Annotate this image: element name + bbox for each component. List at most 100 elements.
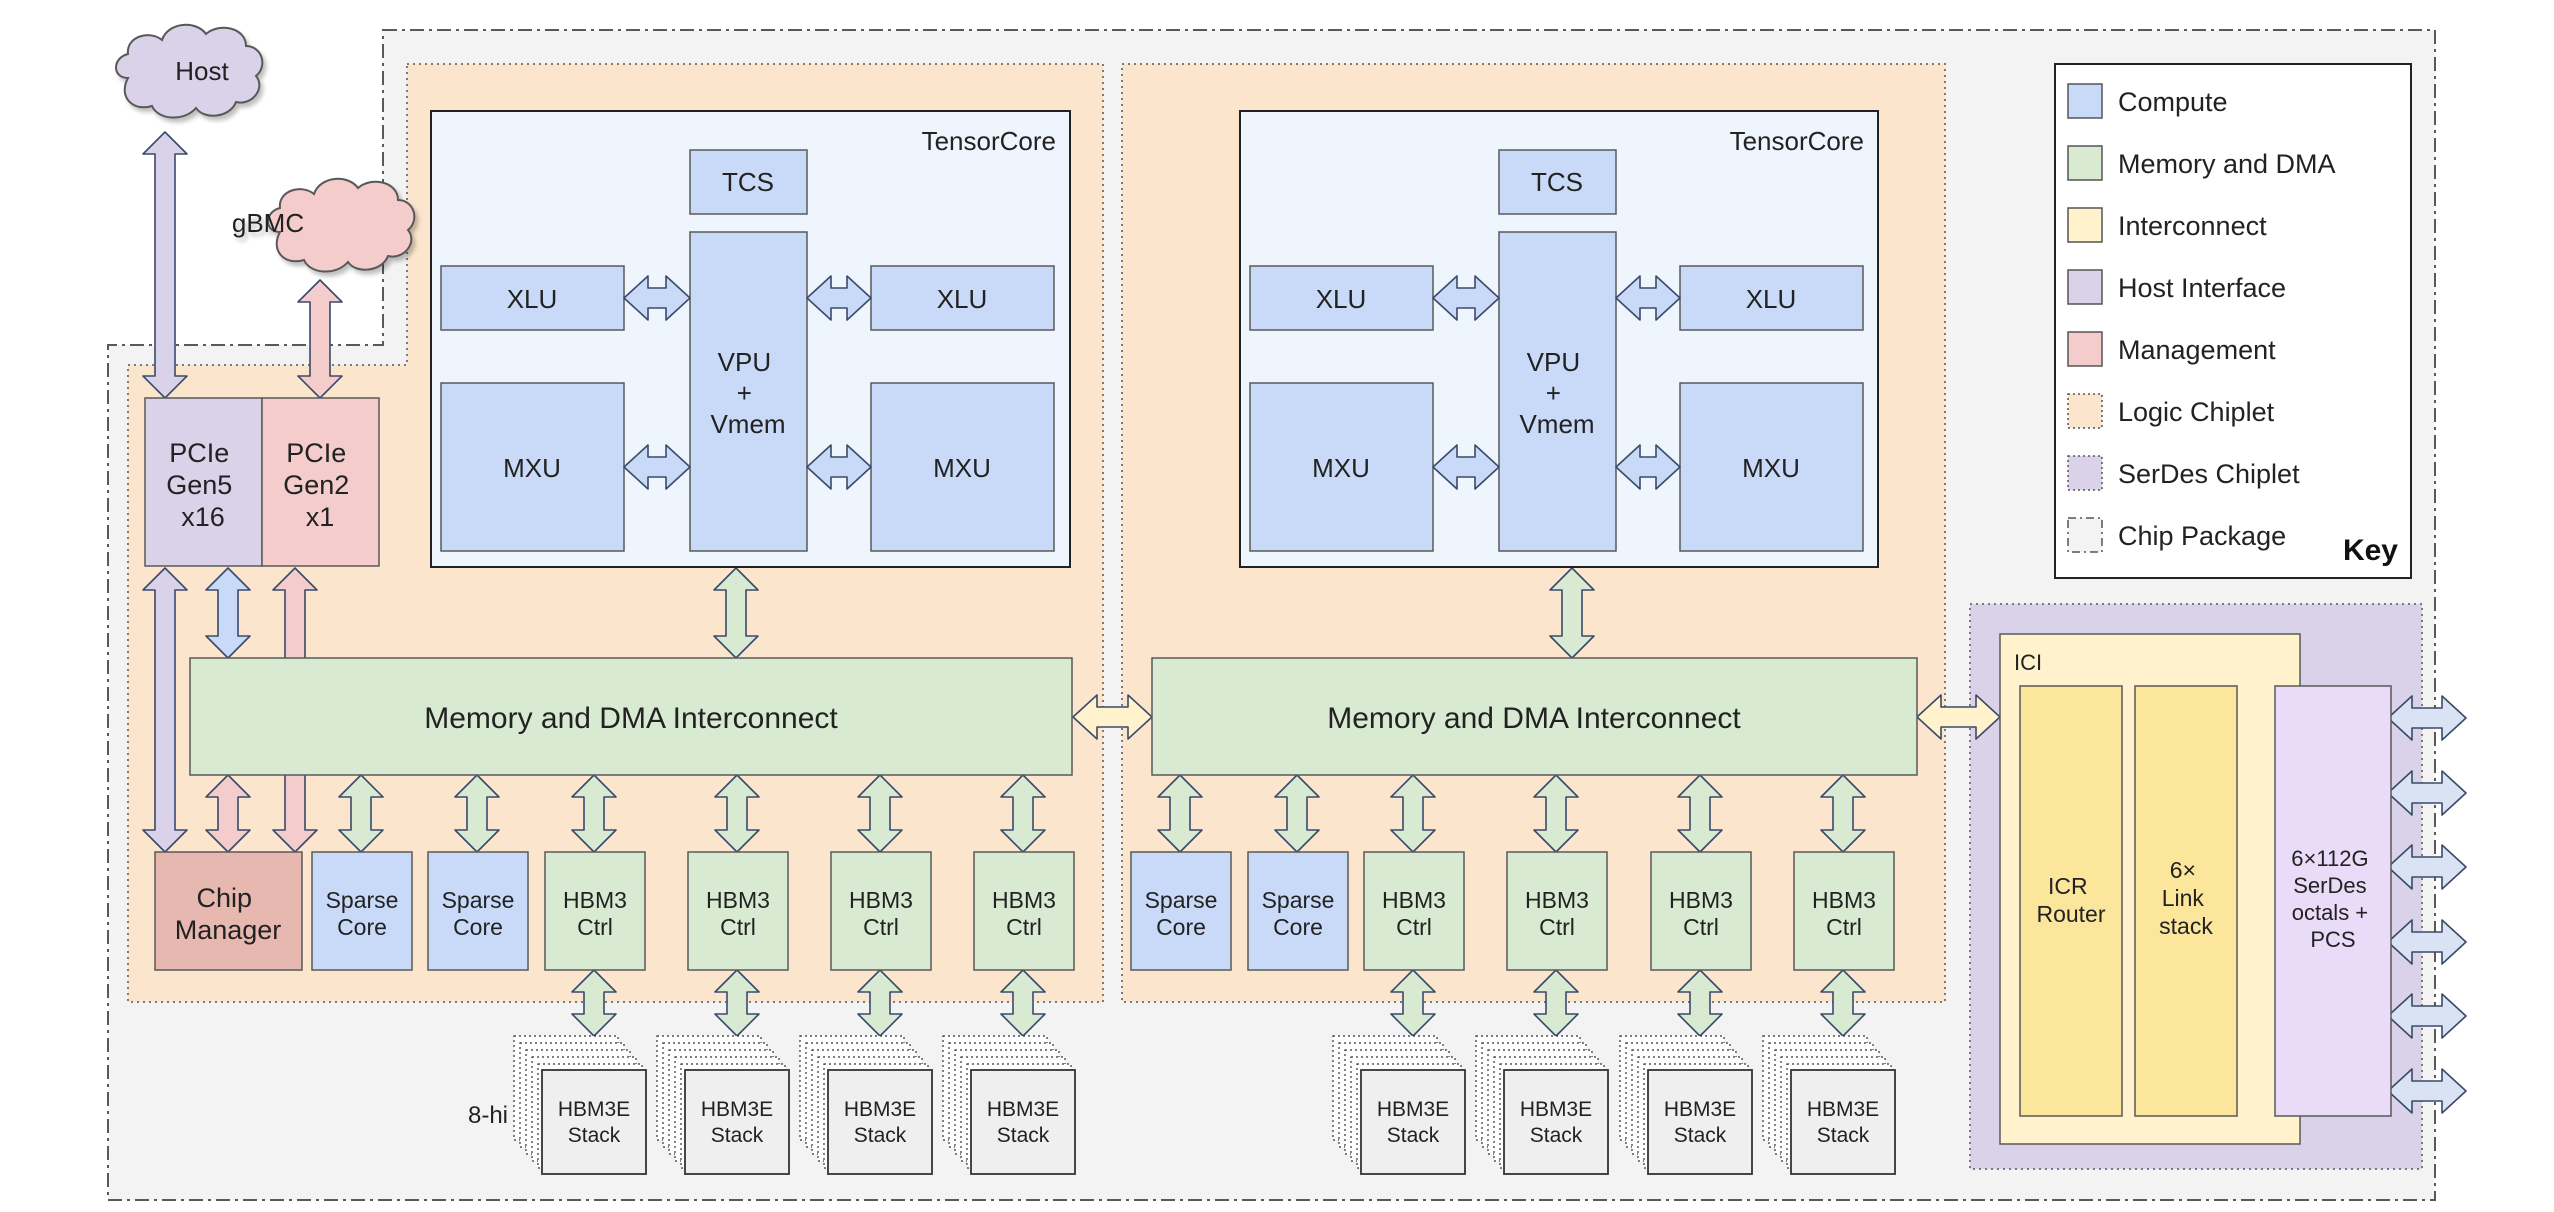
tensorcore-title: TensorCore bbox=[1730, 126, 1864, 156]
svg-text:6×112G SerDes octa: 6×112G SerDes octals + PCS bbox=[2291, 846, 2374, 952]
tc-right-vpu-mxu-arrow bbox=[1615, 444, 1681, 490]
legend-item: Compute bbox=[2067, 83, 2228, 119]
tc-right-xlu-vpu-arrow bbox=[1432, 275, 1500, 321]
vpu-line1: VPU bbox=[718, 347, 771, 377]
hbm-label-line: Ctrl bbox=[720, 914, 756, 940]
sparse-label-line: Core bbox=[1156, 914, 1206, 940]
legend-item: Host Interface bbox=[2067, 269, 2286, 305]
hbm-label-line: Ctrl bbox=[1539, 914, 1575, 940]
hbm-label-line: HBM3 bbox=[706, 887, 770, 913]
serdes-lane2-arrow bbox=[2387, 770, 2467, 816]
sparse-label-line: Sparse bbox=[442, 887, 515, 913]
legend-title: Key bbox=[2343, 534, 2398, 567]
ici-title: ICI bbox=[2014, 650, 2042, 675]
legend-item: Memory and DMA bbox=[2067, 145, 2336, 181]
sparse-label-line: Sparse bbox=[1145, 887, 1218, 913]
serdes-lane5-arrow bbox=[2387, 993, 2467, 1039]
tcs-block: TCS bbox=[689, 149, 808, 215]
vpu-line2: + bbox=[737, 378, 752, 408]
legend-label: SerDes Chiplet bbox=[2118, 459, 2300, 489]
chip-manager-line1: Chip bbox=[196, 883, 252, 913]
interconnect-label: Memory and DMA Interconnect bbox=[424, 702, 838, 735]
legend-label: Chip Package bbox=[2118, 521, 2286, 551]
sparse-label-line: Sparse bbox=[326, 887, 399, 913]
pcie5-line3: x16 bbox=[181, 502, 225, 532]
router-line2: Router bbox=[2036, 901, 2105, 927]
legend-label: Compute bbox=[2118, 87, 2228, 117]
ici-block: ICI ICR Router 6× Link stack bbox=[1999, 633, 2301, 1145]
sparse-label-line: Core bbox=[453, 914, 503, 940]
xlu-left-block: XLU bbox=[1249, 265, 1434, 331]
serdes-lane6-arrow bbox=[2387, 1068, 2467, 1114]
hbm-label-line: HBM3 bbox=[563, 887, 627, 913]
tc-left-vpu-mxu-arrow bbox=[806, 444, 872, 490]
memory-dma-interconnect-left: Memory and DMA Interconnect bbox=[189, 657, 1073, 776]
chip-manager-line2: Manager bbox=[175, 915, 282, 945]
hbm-stack-label-line: HBM3E bbox=[1377, 1098, 1449, 1121]
memory-dma-interconnect-right: Memory and DMA Interconnect bbox=[1151, 657, 1918, 776]
legend-label: Memory and DMA bbox=[2118, 149, 2336, 179]
chip-manager-block: Chip Manager bbox=[154, 851, 303, 971]
legend-label: Logic Chiplet bbox=[2118, 397, 2275, 427]
tc-right-mxu-vpu-arrow bbox=[1432, 444, 1500, 490]
hbm-stack-label-line: HBM3E bbox=[558, 1098, 630, 1121]
mxu-left-block: MXU bbox=[440, 382, 625, 552]
xlu-right-block: XLU bbox=[1679, 265, 1864, 331]
hbm-label-line: HBM3 bbox=[849, 887, 913, 913]
mxu-right-label: MXU bbox=[933, 453, 991, 483]
mxu-left-block: MXU bbox=[1249, 382, 1434, 552]
legend-swatch bbox=[2067, 207, 2103, 243]
hbm-label-line: Ctrl bbox=[1826, 914, 1862, 940]
legend-item: SerDes Chiplet bbox=[2067, 455, 2300, 491]
sparse-label-line: Core bbox=[337, 914, 387, 940]
serdes-lane1-arrow bbox=[2387, 695, 2467, 741]
host-label: Host bbox=[175, 56, 229, 86]
svg-text:Chip Manager: Chip Manager bbox=[175, 883, 282, 945]
hbm-stack-label-line: Stack bbox=[568, 1124, 621, 1147]
legend-item: Chip Package bbox=[2067, 517, 2286, 553]
hbm-stack-label-line: Stack bbox=[997, 1124, 1050, 1147]
hbm-stack-label-line: Stack bbox=[1674, 1124, 1727, 1147]
hbm-stack-label-line: Stack bbox=[711, 1124, 764, 1147]
hbm-stack-label-line: Stack bbox=[854, 1124, 907, 1147]
hbm-label-line: Ctrl bbox=[863, 914, 899, 940]
xlu-left-label: XLU bbox=[507, 284, 558, 314]
legend-swatch bbox=[2067, 145, 2103, 181]
tc-left-vpu-xlu-arrow bbox=[806, 275, 872, 321]
xlu-right-block: XLU bbox=[870, 265, 1055, 331]
pcie2-line2: Gen2 bbox=[283, 470, 349, 500]
link-line1: 6× bbox=[2170, 857, 2196, 883]
pcie-gen2-block: PCIe Gen2 x1 bbox=[261, 397, 380, 567]
legend-swatch bbox=[2067, 517, 2103, 553]
gbmc-cloud: gBMC bbox=[232, 177, 416, 273]
mxu-left-label: MXU bbox=[503, 453, 561, 483]
vpu-block: VPU + Vmem bbox=[689, 231, 808, 552]
legend-item: Logic Chiplet bbox=[2067, 393, 2275, 429]
xlu-right-label: XLU bbox=[937, 284, 988, 314]
legend-label: Interconnect bbox=[2118, 211, 2267, 241]
